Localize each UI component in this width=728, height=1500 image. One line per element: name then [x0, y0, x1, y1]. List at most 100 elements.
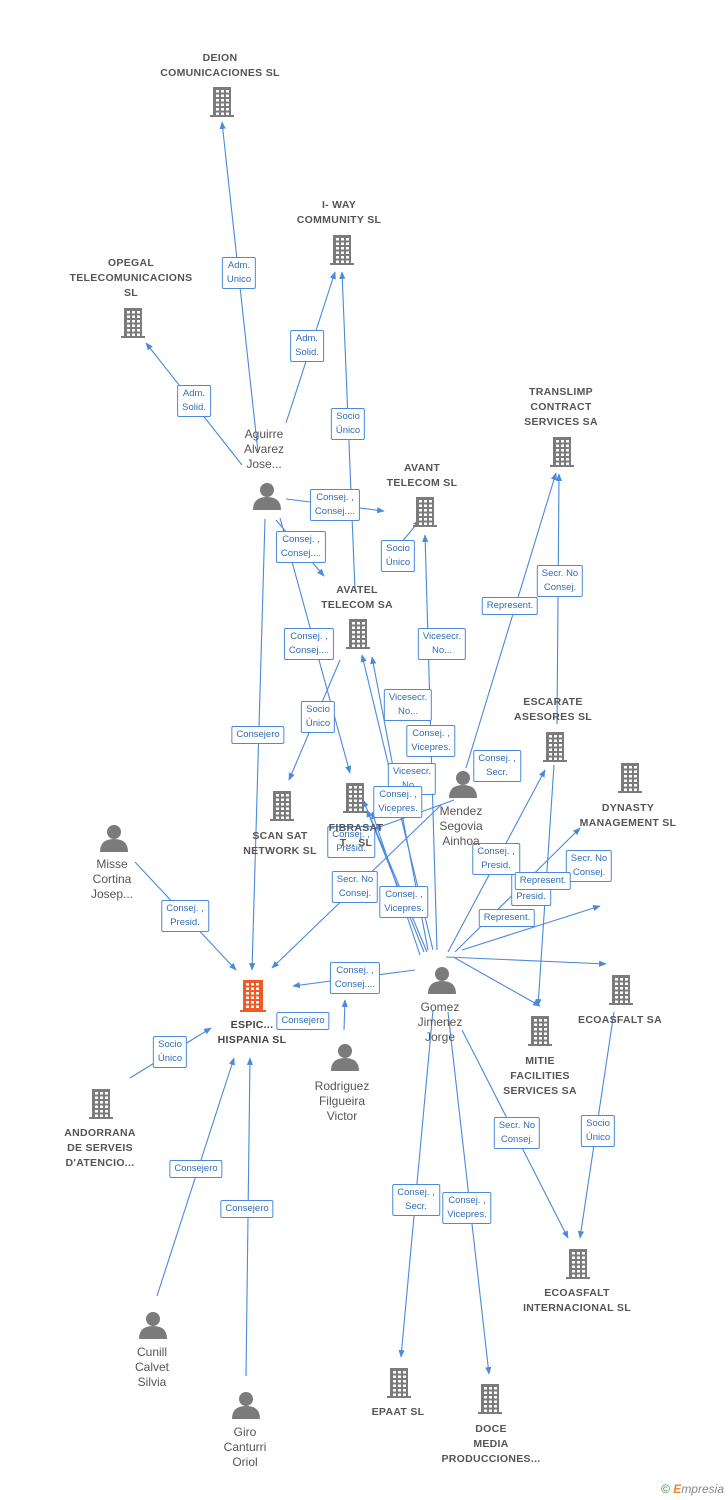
building-icon-fibrasat[interactable]	[343, 783, 367, 813]
building-icon-mitie[interactable]	[528, 1016, 552, 1046]
relation-label[interactable]: Consejero	[169, 1160, 223, 1178]
relation-label[interactable]: Represent.	[481, 597, 539, 615]
relation-label-line: Consejero	[281, 1015, 325, 1026]
relation-label[interactable]: Consej. ,Consej....	[283, 628, 335, 660]
relation-label-line: Único	[335, 425, 361, 436]
relation-label-line: Secr. No	[570, 853, 608, 864]
node-label-ecoasfalt[interactable]: ECOASFALT SA	[578, 1013, 662, 1028]
relation-label[interactable]: Adm.Solid.	[177, 385, 211, 417]
relation-label[interactable]: Consej. ,Vicepres.	[406, 725, 456, 757]
relation-label[interactable]: Consej. ,Vicepres.	[442, 1192, 492, 1224]
relation-label[interactable]: Consej. ,Secr.	[392, 1184, 440, 1216]
building-icon-doce[interactable]	[478, 1384, 502, 1414]
relation-label-line: Consej.	[572, 867, 606, 878]
building-icon-deion[interactable]	[210, 87, 234, 117]
building-icon-scansat[interactable]	[270, 791, 294, 821]
node-label-epaat[interactable]: EPAAT SL	[372, 1405, 425, 1420]
building-icon-andorrana[interactable]	[89, 1089, 113, 1119]
building-icon-escarate[interactable]	[543, 732, 567, 762]
person-icon-misse[interactable]	[100, 825, 128, 852]
node-label-line: Silvia	[137, 1375, 167, 1389]
node-label-espic[interactable]: ESPIC...HISPANIA SL	[218, 1018, 287, 1048]
relation-label[interactable]: Consej. ,Presid.	[327, 826, 375, 858]
building-icon-translimp[interactable]	[550, 437, 574, 467]
relation-label[interactable]: Represent.	[478, 909, 536, 927]
person-icon-cunill[interactable]	[139, 1312, 167, 1339]
building-icon-avatel[interactable]	[346, 619, 370, 649]
node-label-line: Mendez	[439, 804, 483, 818]
relation-label[interactable]: Consej. ,Presid.	[161, 900, 209, 932]
relation-label[interactable]: Consejero	[276, 1012, 330, 1030]
building-icon-dynasty[interactable]	[618, 763, 642, 793]
relation-label[interactable]: Adm.Unico	[221, 257, 257, 289]
person-icon-mendez[interactable]	[449, 771, 477, 798]
relation-label[interactable]: Consej. ,Consej....	[309, 489, 361, 521]
person-icon-rodriguez[interactable]	[331, 1044, 359, 1071]
relation-label-line: Socio	[158, 1039, 182, 1050]
building-icon-iway[interactable]	[330, 235, 354, 265]
node-label-line: SCAN SAT	[252, 830, 308, 842]
building-icon-opegal[interactable]	[121, 308, 145, 338]
building-icon-epaat[interactable]	[387, 1368, 411, 1398]
node-label-line: SL	[123, 287, 139, 299]
relation-label[interactable]: Adm.Solid.	[290, 330, 324, 362]
relation-label[interactable]: Consej. ,Vicepres.	[373, 786, 423, 818]
relation-label[interactable]: Consejero	[231, 726, 285, 744]
relation-label[interactable]: Vicesecr.No...	[383, 689, 433, 721]
relation-label[interactable]: Consej. ,Presid.	[472, 843, 520, 875]
relation-label[interactable]: Consejero	[220, 1200, 274, 1218]
relation-label[interactable]: Secr. No Consej.	[565, 850, 613, 882]
relation-label[interactable]: Represent.	[514, 872, 572, 890]
relation-label-line: Consej.	[338, 888, 372, 899]
relation-label-line: Presid.	[336, 843, 366, 854]
relation-label[interactable]: Consej. ,Secr.	[473, 750, 521, 782]
relation-label-line: Represent.	[486, 600, 534, 611]
relation-label[interactable]: Consej. ,Consej....	[275, 531, 327, 563]
building-icon-espic[interactable]	[240, 980, 266, 1012]
relation-label-line: Único	[585, 1132, 611, 1143]
node-label-line: PRODUCCIONES...	[441, 1453, 541, 1465]
person-icon-gomez[interactable]	[428, 967, 456, 994]
building-icon-ecoint[interactable]	[566, 1249, 590, 1279]
relation-label[interactable]: Consej. ,Consej....	[329, 962, 381, 994]
person-icon-giro[interactable]	[232, 1392, 260, 1419]
relation-label[interactable]: Vicesecr.No...	[417, 628, 467, 660]
node-label-line: D'ATENCIO...	[65, 1157, 135, 1169]
relation-label-line: Secr. No	[498, 1120, 536, 1131]
building-icon-ecoasfalt[interactable]	[609, 975, 633, 1005]
building-icon-avant[interactable]	[413, 497, 437, 527]
relation-label[interactable]: Consej. ,Vicepres.	[379, 886, 429, 918]
node-label-line: INTERNACIONAL SL	[523, 1302, 631, 1314]
node-label-line: Filgueira	[318, 1094, 366, 1108]
person-icon-aguirre[interactable]	[253, 483, 281, 510]
